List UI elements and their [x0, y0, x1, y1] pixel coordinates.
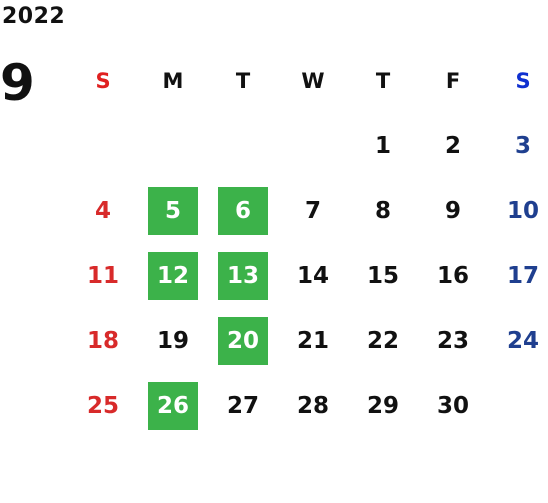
day-cell: 13	[208, 243, 278, 308]
day-cell: 3	[488, 113, 548, 178]
month-number: 9	[0, 54, 35, 112]
day-number: 15	[366, 262, 399, 289]
day-number: 8	[374, 197, 391, 224]
weekday-header-saturday: S	[515, 68, 531, 93]
day-number: 4	[94, 197, 111, 224]
day-number: 22	[366, 327, 399, 354]
day-cell: 26	[138, 373, 208, 438]
highlighted-day-number: 6	[218, 186, 268, 235]
weekday-header-tuesday: T	[235, 68, 251, 93]
day-number: 16	[436, 262, 469, 289]
day-number: 18	[86, 327, 119, 354]
day-number: 2	[444, 132, 461, 159]
day-number: 23	[436, 327, 469, 354]
day-number: 10	[506, 197, 539, 224]
day-cell: 1	[348, 113, 418, 178]
day-number: 14	[296, 262, 329, 289]
day-cell: 14	[278, 243, 348, 308]
day-cell: 19	[138, 308, 208, 373]
day-cell: 6	[208, 178, 278, 243]
day-cell: 16	[418, 243, 488, 308]
day-number: 9	[444, 197, 461, 224]
day-number: 25	[86, 392, 119, 419]
weekday-header-thursday: T	[375, 68, 391, 93]
highlighted-day-number: 20	[218, 316, 268, 365]
day-number: 29	[366, 392, 399, 419]
day-cell: 12	[138, 243, 208, 308]
day-number: 30	[436, 392, 469, 419]
weekday-header-sunday: S	[95, 68, 111, 93]
day-cell: 21	[278, 308, 348, 373]
day-cell: 7	[278, 178, 348, 243]
year-label: 2022	[2, 4, 66, 29]
day-number: 7	[304, 197, 321, 224]
day-cell: 25	[68, 373, 138, 438]
day-number: 27	[226, 392, 259, 419]
day-number: 3	[514, 132, 531, 159]
day-cell: 30	[418, 373, 488, 438]
day-cell: 18	[68, 308, 138, 373]
day-number: 28	[296, 392, 329, 419]
day-cell: 15	[348, 243, 418, 308]
day-cell: 8	[348, 178, 418, 243]
day-number: 1	[374, 132, 391, 159]
day-cell: 2	[418, 113, 488, 178]
day-cell: 17	[488, 243, 548, 308]
weekday-header-monday: M	[162, 68, 184, 93]
weekday-header-wednesday: W	[301, 68, 325, 93]
day-number: 21	[296, 327, 329, 354]
day-cell: 28	[278, 373, 348, 438]
highlighted-day-number: 13	[218, 251, 268, 300]
day-cell: 27	[208, 373, 278, 438]
day-number: 24	[506, 327, 539, 354]
weekday-header-friday: F	[445, 68, 461, 93]
day-cell: 9	[418, 178, 488, 243]
day-cell: 11	[68, 243, 138, 308]
day-cell: 22	[348, 308, 418, 373]
empty-day-cell	[278, 113, 348, 178]
empty-day-cell	[208, 113, 278, 178]
empty-day-cell	[138, 113, 208, 178]
day-number: 11	[86, 262, 119, 289]
day-cell: 5	[138, 178, 208, 243]
highlighted-day-number: 12	[148, 251, 198, 300]
day-cell: 4	[68, 178, 138, 243]
day-cell: 24	[488, 308, 548, 373]
day-cell: 23	[418, 308, 488, 373]
highlighted-day-number: 5	[148, 186, 198, 235]
day-cell: 29	[348, 373, 418, 438]
day-cell: 10	[488, 178, 548, 243]
empty-day-cell	[68, 113, 138, 178]
highlighted-day-number: 26	[148, 381, 198, 430]
day-number: 17	[506, 262, 539, 289]
day-cell: 20	[208, 308, 278, 373]
day-number: 19	[156, 327, 189, 354]
